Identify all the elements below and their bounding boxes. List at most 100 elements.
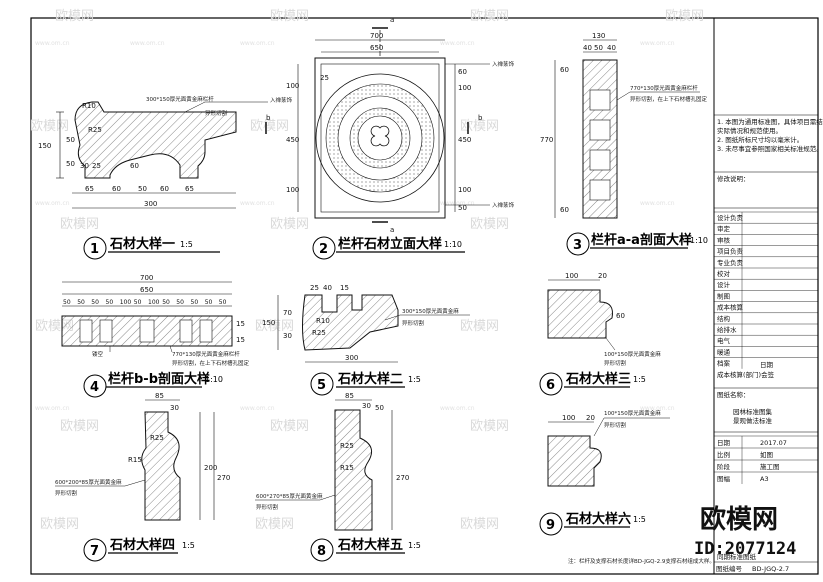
detail-title: 石材大样一 <box>109 236 175 252</box>
staff-role: 给排水 <box>717 325 737 334</box>
dim-text: 700 <box>370 32 383 40</box>
material-note: 100*150厚光面黄金麻 <box>604 409 661 417</box>
dim-text: 270 <box>217 474 230 482</box>
meta-value: 如图 <box>760 450 773 459</box>
dim-text: 30 <box>283 332 292 340</box>
watermark-text: 欧模网 <box>40 517 79 532</box>
footnote: 注：栏杆及支撑石材长度详BD-JGQ-2.9支撑石材组成大样。 <box>568 557 715 565</box>
detail-title: 石材大样五 <box>337 537 403 553</box>
watermark-text: 欧模网 <box>665 9 704 24</box>
section-mark-b: b <box>266 114 271 122</box>
detail-number-circle <box>539 372 563 396</box>
detail-scale: 1:5 <box>182 541 195 550</box>
tb-drawing-name: 景观做法标准 <box>733 416 773 425</box>
staff-role: 成本核算 <box>717 303 744 312</box>
watermark-url: www.om.cn <box>130 40 165 47</box>
detail-number: 5 <box>317 378 326 393</box>
detail-number: 7 <box>90 544 99 559</box>
staff-role: 设计 <box>717 280 731 289</box>
detail-scale: 1:5 <box>633 515 646 524</box>
material-note: 770*130厚光面黄金麻栏杆 <box>172 350 240 358</box>
meta-value: 施工图 <box>760 462 780 471</box>
dim-text: 150 <box>38 142 51 150</box>
watermark-url: www.om.cn <box>440 200 475 207</box>
tb-revision: 修改说明： <box>717 174 750 183</box>
dim-text: 100 <box>286 186 299 194</box>
dim-text: 100 <box>286 82 299 90</box>
watermark-url: www.om.cn <box>240 40 275 47</box>
material-note: 异形切割，在上下石材槽孔固定 <box>630 95 708 103</box>
staff-role: 电气 <box>717 336 731 345</box>
watermark-text: 欧模网 <box>250 119 289 134</box>
dim-text: 60 <box>616 312 625 320</box>
dim-text: 40 <box>583 44 592 52</box>
dim-text: 40 <box>607 44 616 52</box>
detail-number: 9 <box>546 518 555 533</box>
material-note: 600*200*85厚光面黄金麻 <box>55 478 122 486</box>
dim-text: 70 <box>283 309 292 317</box>
detail-number-circle <box>566 232 590 256</box>
dim-text: 30 <box>80 162 89 170</box>
dim-text: 100 <box>458 84 471 92</box>
dim-text: 15 <box>340 284 349 292</box>
detail-title: 栏杆b-b剖面大样 <box>108 371 210 387</box>
section-mark-a: a <box>390 226 394 234</box>
watermark-text: 欧模网 <box>270 217 309 232</box>
meta-value: 2017.07 <box>760 439 787 447</box>
material-note: 异形切割 <box>604 421 627 429</box>
dim-text: 50 <box>134 299 142 306</box>
dim-text: 25 <box>310 284 319 292</box>
watermark-text: 欧模网 <box>470 419 509 434</box>
watermark-text: 欧模网 <box>470 9 509 24</box>
dim-text: 25 <box>92 162 101 170</box>
watermark-text: 欧模网 <box>470 217 509 232</box>
watermark-url: www.om.cn <box>35 40 70 47</box>
dim-text: 50 <box>66 136 75 144</box>
detail-scale: 1:10 <box>205 375 223 384</box>
staff-role: 审定 <box>717 224 731 233</box>
tb-foot: 同期标准图纸 <box>717 552 757 561</box>
dim-text: 770 <box>540 136 553 144</box>
staff-role: 项目负责 <box>717 247 744 256</box>
watermark-text: 欧模网 <box>30 119 69 134</box>
detail-7: 85 30 200 270 R15 R25 600*200*85厚光面黄金麻 异… <box>55 392 230 562</box>
elevation-outline <box>314 57 446 219</box>
detail-number-circle <box>310 538 334 562</box>
dim-text: 650 <box>370 44 383 52</box>
dim-text: 85 <box>155 392 164 400</box>
material-note: 异形切割，在上下石材槽孔固定 <box>172 359 250 367</box>
section-mark-a: a <box>390 16 394 24</box>
dim-text: 20 <box>598 272 607 280</box>
material-note: 入禅篆饰 <box>270 96 293 104</box>
dim-text: 50 <box>66 160 75 168</box>
dim-text: 130 <box>592 32 605 40</box>
section-mark-b: b <box>478 114 483 122</box>
dim-text: 300 <box>144 200 157 208</box>
detail-number-circle <box>539 512 563 536</box>
dim-text: 50 <box>63 299 71 306</box>
tb-note: 3. 未尽事宜参照国家相关标准规范。 <box>717 144 823 153</box>
dim-text: 100 <box>148 299 160 306</box>
dim-text: 50 <box>176 299 184 306</box>
detail-number-circle <box>83 374 107 398</box>
tb-note: 2. 图纸所标尺寸均以毫米计。 <box>717 135 803 144</box>
dim-text: 50 <box>205 299 213 306</box>
stone-profile <box>334 409 373 531</box>
detail-number-circle <box>310 372 334 396</box>
brand-id: ID:2077124 <box>694 539 796 559</box>
dim-text: 65 <box>185 185 194 193</box>
staff-role: 专业负责 <box>717 258 744 267</box>
material-note: 异形切割 <box>402 319 425 327</box>
watermark-text: 欧模网 <box>60 419 99 434</box>
stone-profile <box>302 294 399 351</box>
dim-text: 85 <box>345 392 354 400</box>
watermark-text: 欧模网 <box>460 319 499 334</box>
material-note: 300*150厚光面黄金麻 <box>402 307 459 315</box>
dim-text: 50 <box>91 299 99 306</box>
staff-role: 审核 <box>717 235 731 244</box>
dim-text: 300 <box>345 354 358 362</box>
detail-3: 130 40 50 40 770 60 60 770*130厚光面黄金麻栏杆 异… <box>540 32 708 256</box>
